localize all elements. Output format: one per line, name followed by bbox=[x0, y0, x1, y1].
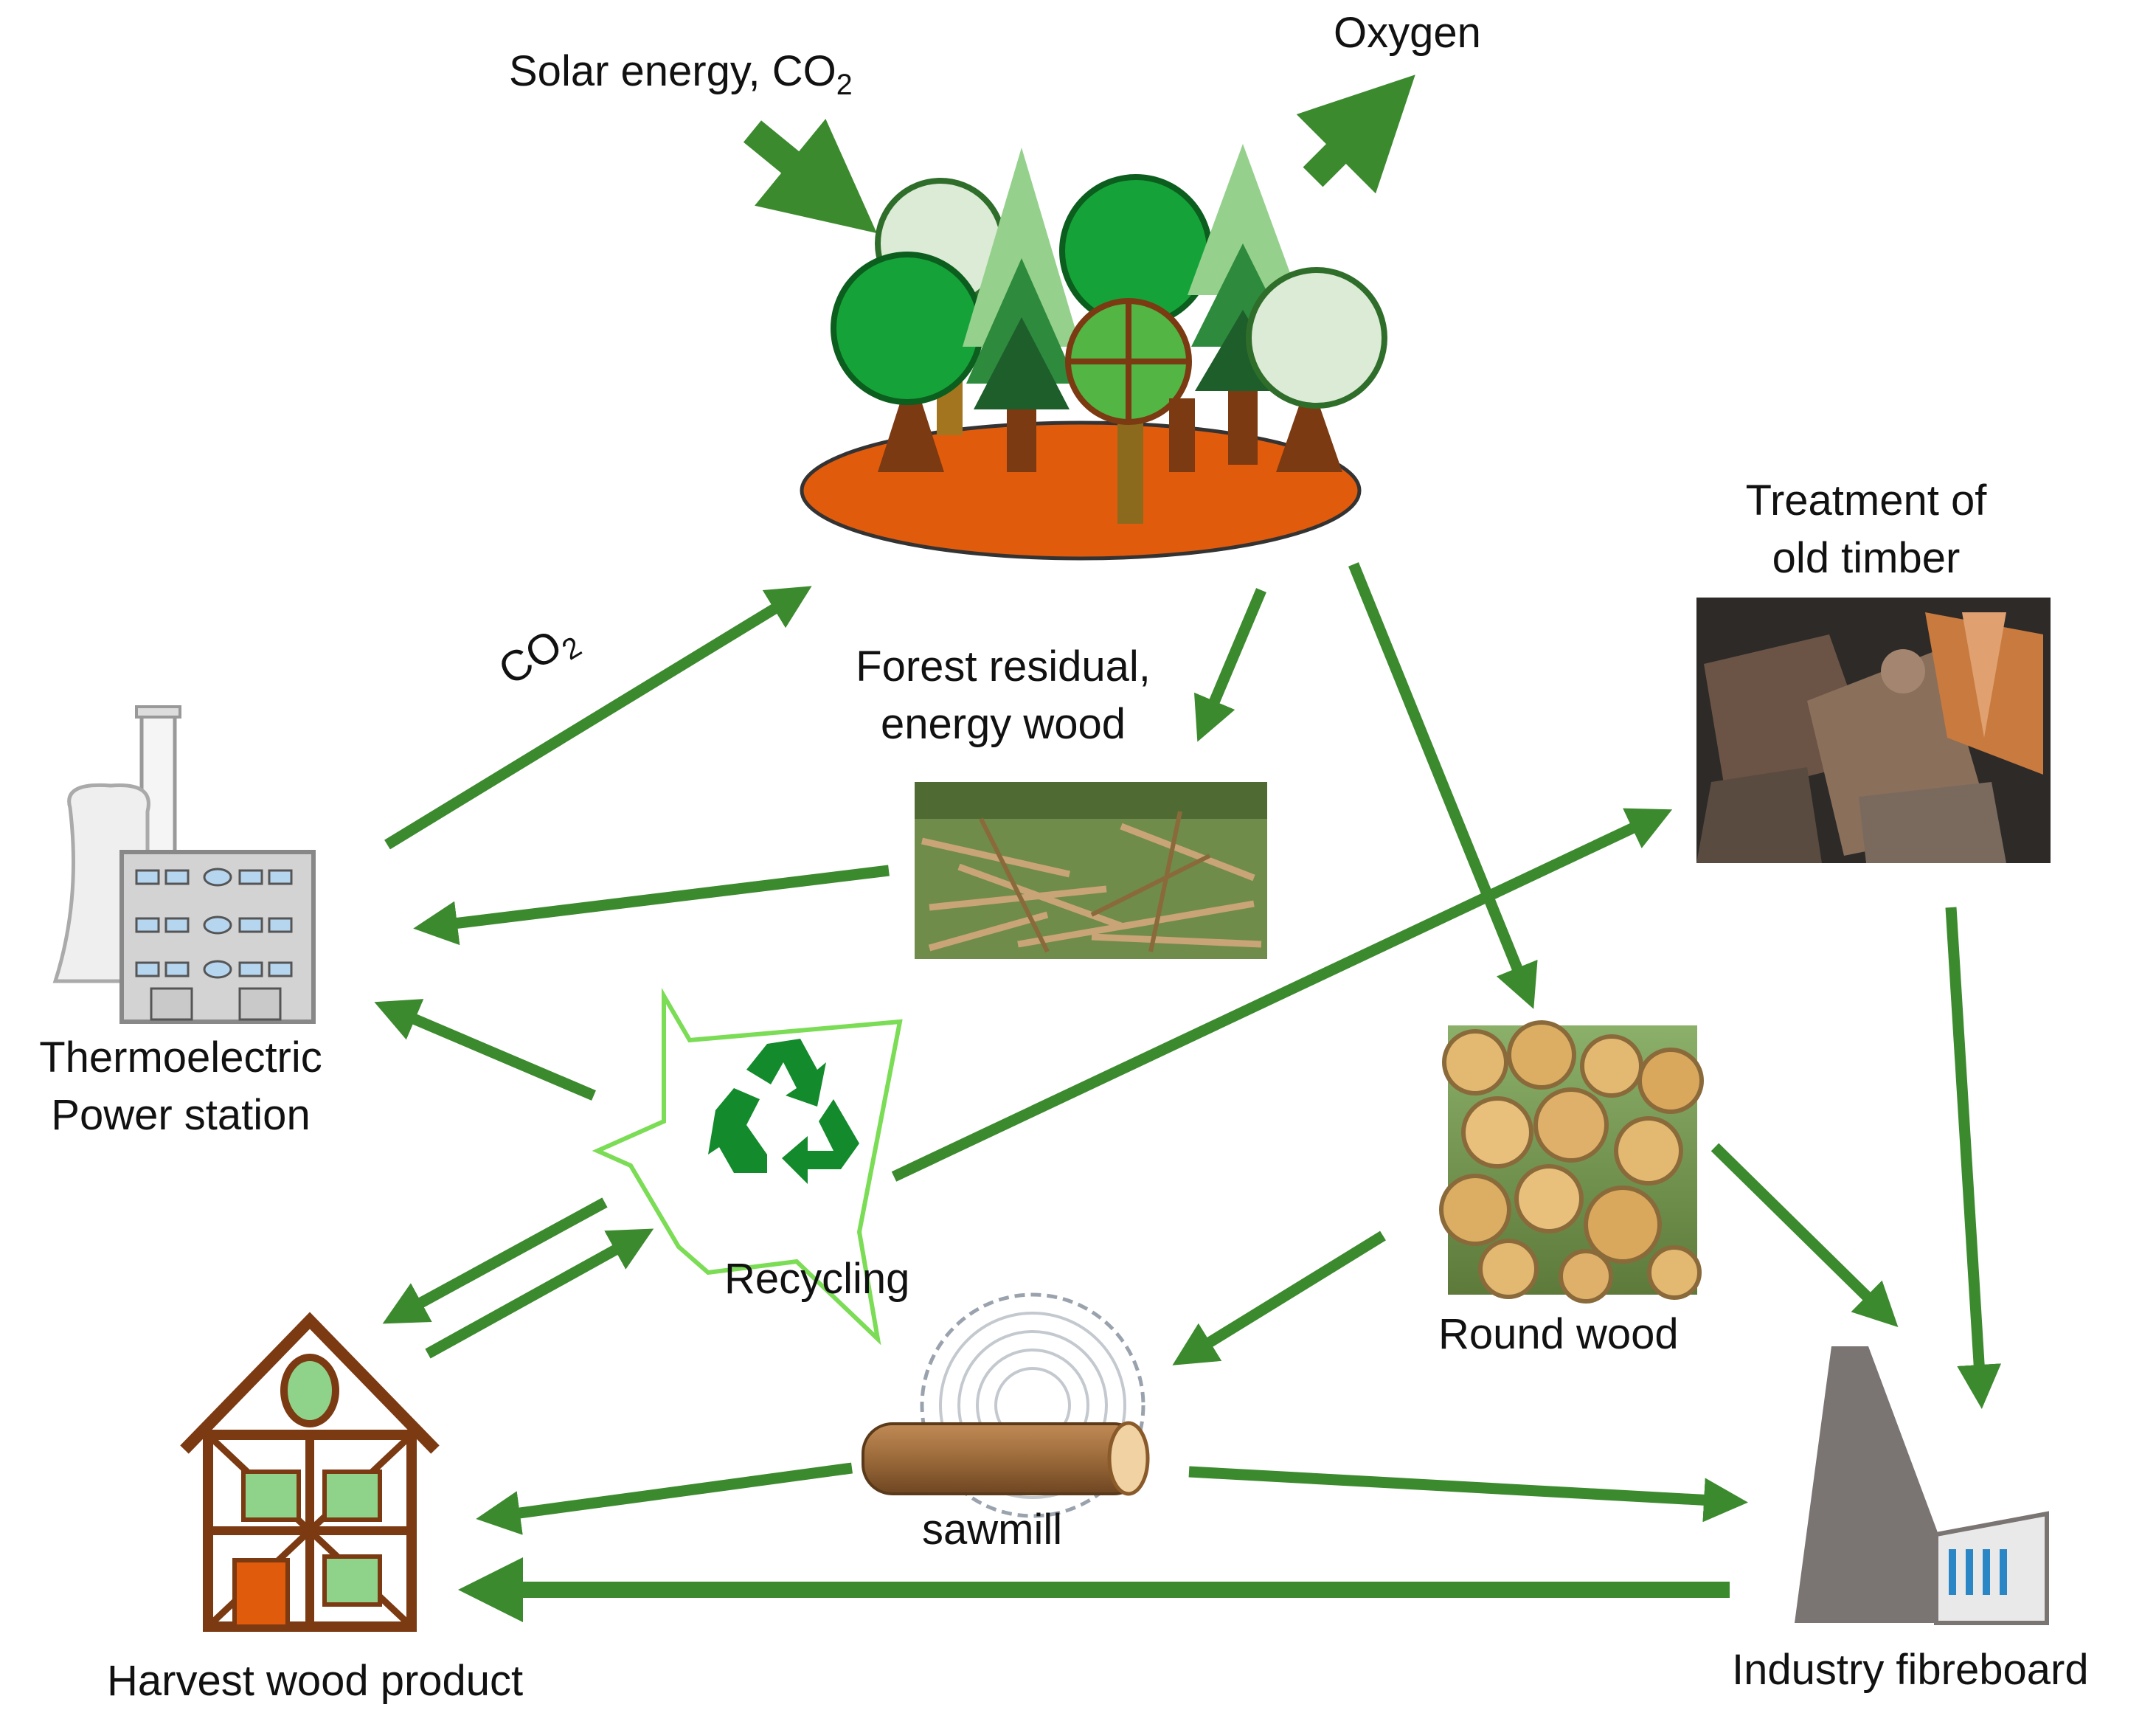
forest-icon bbox=[800, 144, 1387, 561]
label-oxygen: Oxygen bbox=[1334, 9, 1481, 57]
arrow-forest-to-residual bbox=[1194, 588, 1266, 742]
old-timber-photo bbox=[1696, 598, 2051, 863]
label-power-station: Thermoelectric Power station bbox=[0, 1029, 361, 1145]
label-treatment-line2: old timber bbox=[1772, 534, 1961, 583]
round-wood-photo bbox=[1439, 1020, 1704, 1304]
label-solar-energy: Solar energy, CO2 bbox=[509, 47, 853, 101]
arrow-house-to-recycling bbox=[425, 1228, 654, 1359]
label-harvest-wood-product: Harvest wood product bbox=[107, 1657, 524, 1705]
arrow-treatment-to-industry bbox=[1945, 907, 2002, 1409]
factory-icon bbox=[1795, 1346, 2049, 1625]
arrow-solar-in bbox=[743, 119, 877, 234]
label-sawmill: sawmill bbox=[922, 1506, 1063, 1554]
label-power-station-line1: Thermoelectric bbox=[39, 1034, 322, 1081]
power-station-icon bbox=[52, 705, 316, 1024]
label-forest-residual-line2: energy wood bbox=[880, 700, 1126, 749]
label-power-station-line2: Power station bbox=[51, 1091, 311, 1140]
label-round-wood: Round wood bbox=[1438, 1310, 1679, 1358]
arrow-residual-to-power bbox=[413, 865, 890, 946]
arrow-roundwood-to-sawmill bbox=[1172, 1230, 1386, 1365]
label-forest-residual: Forest residual, energy wood bbox=[811, 638, 1195, 754]
label-treatment-line1: Treatment of bbox=[1745, 477, 1987, 525]
forest-residual-photo bbox=[915, 782, 1267, 959]
arrow-recycling-to-treatment bbox=[891, 808, 1673, 1182]
label-forest-residual-line1: Forest residual, bbox=[856, 643, 1151, 690]
arrow-roundwood-to-industry bbox=[1710, 1143, 1899, 1328]
arrow-recycling-to-house bbox=[382, 1197, 608, 1324]
arrow-sawmill-to-industry bbox=[1188, 1466, 1748, 1523]
recycling-icon bbox=[592, 987, 903, 1346]
label-recycling: Recycling bbox=[724, 1255, 910, 1303]
arrow-forest-to-roundwood bbox=[1348, 562, 1538, 1009]
sawmill-icon bbox=[862, 1292, 1150, 1518]
arrow-oxygen-out bbox=[1296, 75, 1415, 194]
arrow-recycling-to-power bbox=[374, 999, 596, 1101]
label-treatment: Treatment of old timber bbox=[1682, 472, 2051, 588]
label-industry-fibreboard: Industry fibreboard bbox=[1732, 1646, 2089, 1694]
flow-arrows bbox=[374, 75, 2002, 1622]
house-icon bbox=[180, 1312, 440, 1632]
arrow-sawmill-to-house bbox=[476, 1462, 853, 1535]
arrow-co2-to-forest bbox=[384, 586, 812, 850]
